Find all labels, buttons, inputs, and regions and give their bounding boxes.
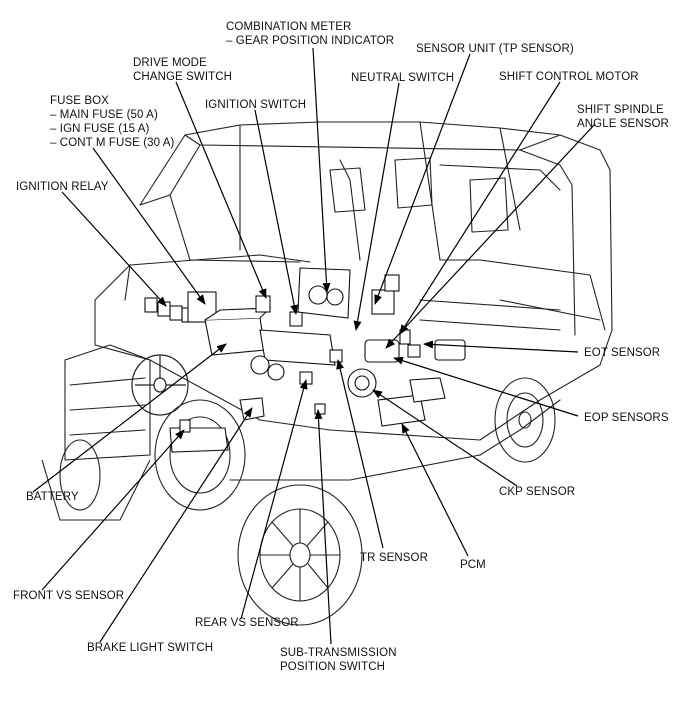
label-eop-sensors: EOP SENSORS (584, 412, 669, 424)
leader-ignition-switch (254, 109, 299, 315)
leader-pcm (401, 423, 469, 557)
leader-lines (32, 47, 596, 645)
leader-front-vs (41, 429, 185, 591)
leader-sensor-unit (374, 53, 471, 305)
components (144, 267, 466, 453)
vehicle-outline (64, 121, 613, 481)
label-drive-mode-change-switch: DRIVE MODE CHANGE SWITCH (133, 57, 233, 83)
leader-ckp-sensor (372, 389, 518, 487)
label-ignition-relay: IGNITION RELAY (16, 181, 109, 193)
label-combination-meter: COMBINATION METER – GEAR POSITION INDICA… (226, 21, 395, 47)
label-shift-spindle-angle-sensor: SHIFT SPINDLE ANGLE SENSOR (577, 104, 669, 130)
label-rear-vs-sensor: REAR VS SENSOR (195, 617, 299, 629)
leader-brake-light (99, 407, 253, 643)
leader-fuse-box (92, 147, 206, 305)
label-sub-transmission-position-switch: SUB-TRANSMISSION POSITION SWITCH (280, 647, 397, 673)
wheels (41, 377, 556, 626)
label-brake-light-switch: BRAKE LIGHT SWITCH (87, 642, 214, 654)
label-fuse-box: FUSE BOX – MAIN FUSE (50 A) – IGN FUSE (… (50, 95, 175, 149)
label-battery: BATTERY (26, 491, 79, 503)
label-shift-control-motor: SHIFT CONTROL MOTOR (499, 71, 639, 83)
leader-combination-meter (312, 47, 331, 293)
leader-eot-sensor (423, 340, 579, 353)
leader-ignition-relay (61, 191, 167, 307)
label-front-vs-sensor: FRONT VS SENSOR (13, 590, 125, 602)
leader-rear-vs (240, 379, 308, 620)
leader-sub-transmission (314, 409, 332, 645)
leader-drive-mode (175, 81, 267, 299)
steering-wheel (131, 354, 189, 416)
leader-neutral-switch (353, 82, 400, 331)
label-eot-sensor: EOT SENSOR (584, 347, 661, 359)
label-sensor-unit: SENSOR UNIT (TP SENSOR) (416, 43, 574, 55)
leader-battery (32, 343, 227, 493)
label-ignition-switch: IGNITION SWITCH (205, 99, 307, 111)
label-ckp-sensor: CKP SENSOR (499, 486, 576, 498)
leader-shift-spindle (385, 123, 596, 349)
label-pcm: PCM (460, 559, 486, 571)
leader-eop-sensors (393, 356, 579, 417)
leader-shift-control-motor (399, 81, 561, 335)
leader-tr-sensor (336, 359, 384, 549)
label-tr-sensor: TR SENSOR (360, 552, 428, 564)
label-neutral-switch: NEUTRAL SWITCH (351, 72, 455, 84)
